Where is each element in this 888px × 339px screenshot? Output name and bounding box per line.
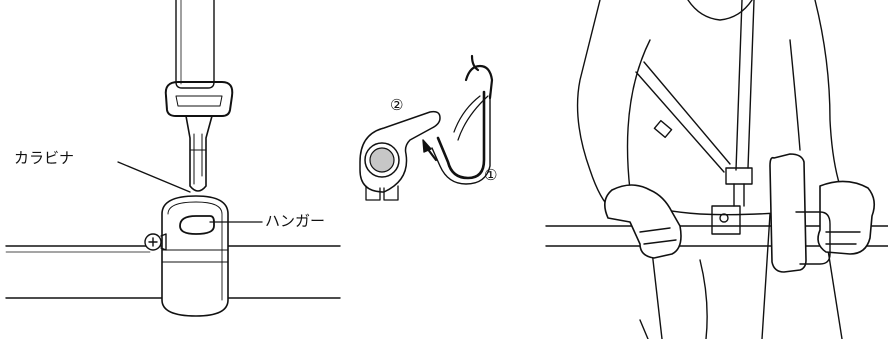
step-2-marker: ②	[390, 96, 403, 114]
hanger-detail	[360, 112, 440, 200]
strap-buckle	[166, 82, 233, 116]
carabiner-label: カラビナ	[14, 149, 74, 167]
carabiner-detail	[432, 56, 492, 184]
right-panel-illustration	[546, 0, 888, 339]
middle-panel-illustration	[360, 56, 492, 200]
step-1-marker: ①	[484, 166, 497, 184]
hanger-label: ハンガー	[265, 212, 325, 230]
shoulder-strap	[176, 0, 214, 88]
left-glove	[605, 185, 681, 258]
right-glove	[818, 181, 874, 254]
carabiner-leader-line	[118, 162, 190, 192]
carabiner-hook	[186, 116, 212, 191]
insert-arrow-icon	[423, 140, 436, 160]
